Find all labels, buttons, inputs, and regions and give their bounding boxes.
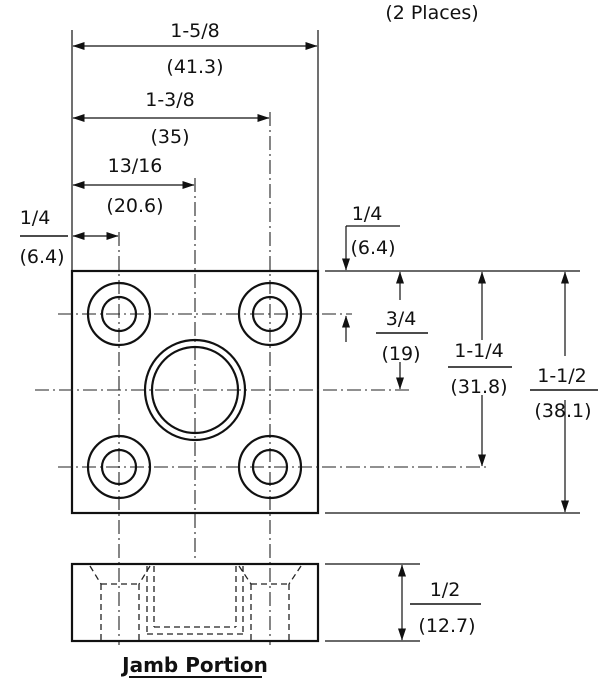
hidden-counterbore-right-outer-2	[288, 565, 302, 585]
plate-outline	[70, 269, 320, 515]
center-bore	[143, 338, 247, 442]
thickness-dimension: 1/2 (12.7)	[325, 563, 481, 642]
overall-height-metric: (38.1)	[534, 400, 591, 422]
places-note: (2 Places)	[385, 2, 478, 24]
edge-offset-top-imperial: 1/4	[352, 203, 383, 225]
mounting-hole-top-right	[237, 281, 303, 347]
hole-spacing-width-metric: (35)	[150, 126, 189, 148]
mounting-hole-top-left	[86, 281, 152, 347]
edge-offset-top-dimension: 1/4 (6.4)	[342, 203, 400, 271]
elevation-view	[70, 562, 320, 643]
hidden-counterbore-left-outer-1	[89, 565, 102, 585]
overall-width-imperial: 1-5/8	[170, 20, 220, 42]
overall-height-imperial: 1-1/2	[537, 365, 587, 387]
center-from-top-metric: (19)	[381, 343, 420, 365]
mounting-hole-bottom-right	[237, 434, 303, 500]
edge-offset-left-dimension: 1/4 (6.4)	[19, 207, 119, 268]
hole-spacing-height-metric: (31.8)	[450, 376, 507, 398]
plan-view	[35, 112, 490, 645]
thickness-metric: (12.7)	[418, 615, 475, 637]
overall-width-metric: (41.3)	[166, 56, 223, 78]
center-offset-dimension: 13/16 (20.6)	[72, 155, 195, 217]
mounting-hole-bottom-left	[86, 434, 152, 500]
thickness-imperial: 1/2	[430, 579, 461, 601]
overall-width-dimension: 1-5/8 (41.3)	[72, 20, 318, 78]
center-from-top-dimension: 3/4 (19)	[342, 271, 428, 390]
hole-spacing-width-dimension: 1-3/8 (35)	[72, 89, 270, 148]
edge-offset-left-metric: (6.4)	[19, 246, 64, 268]
hole-spacing-width-imperial: 1-3/8	[145, 89, 195, 111]
center-from-top-imperial: 3/4	[386, 308, 417, 330]
hidden-counterbore-right-outer-1	[238, 565, 252, 585]
hidden-counterbore-left-outer-2	[138, 565, 151, 585]
edge-offset-left-imperial: 1/4	[20, 207, 51, 229]
view-caption: Jamb Portion	[120, 653, 268, 677]
hole-spacing-height-imperial: 1-1/4	[454, 340, 504, 362]
center-offset-metric: (20.6)	[106, 195, 163, 217]
center-offset-imperial: 13/16	[108, 155, 163, 177]
edge-offset-top-metric: (6.4)	[350, 237, 395, 259]
overall-height-dimension: 1-1/2 (38.1)	[530, 271, 598, 513]
jamb-side-outline	[70, 562, 320, 643]
hole-spacing-height-dimension: 1-1/4 (31.8)	[448, 271, 512, 467]
